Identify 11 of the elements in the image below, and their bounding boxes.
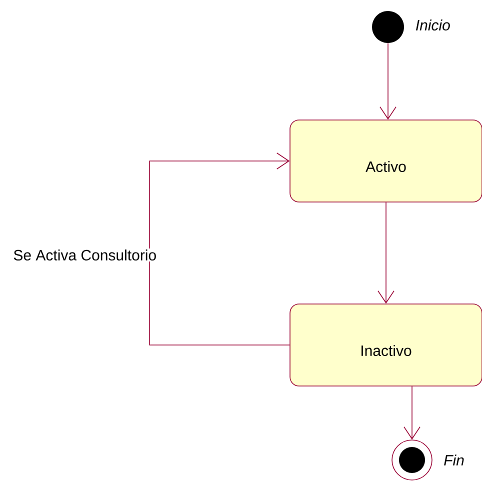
state-box: Inactivo: [290, 304, 482, 386]
transition-arrow: [404, 386, 420, 440]
edge-label: Se Activa Consultorio: [12, 248, 158, 262]
state-box: Activo: [290, 120, 482, 202]
state-name: Inicio: [416, 19, 450, 30]
initial-state: [372, 11, 404, 43]
final-state: [392, 440, 432, 480]
transition-arrow: [380, 42, 396, 120]
state-name: Fin: [444, 454, 464, 466]
transition-arrow: [378, 202, 394, 304]
transition-arrow: [149, 152, 290, 346]
